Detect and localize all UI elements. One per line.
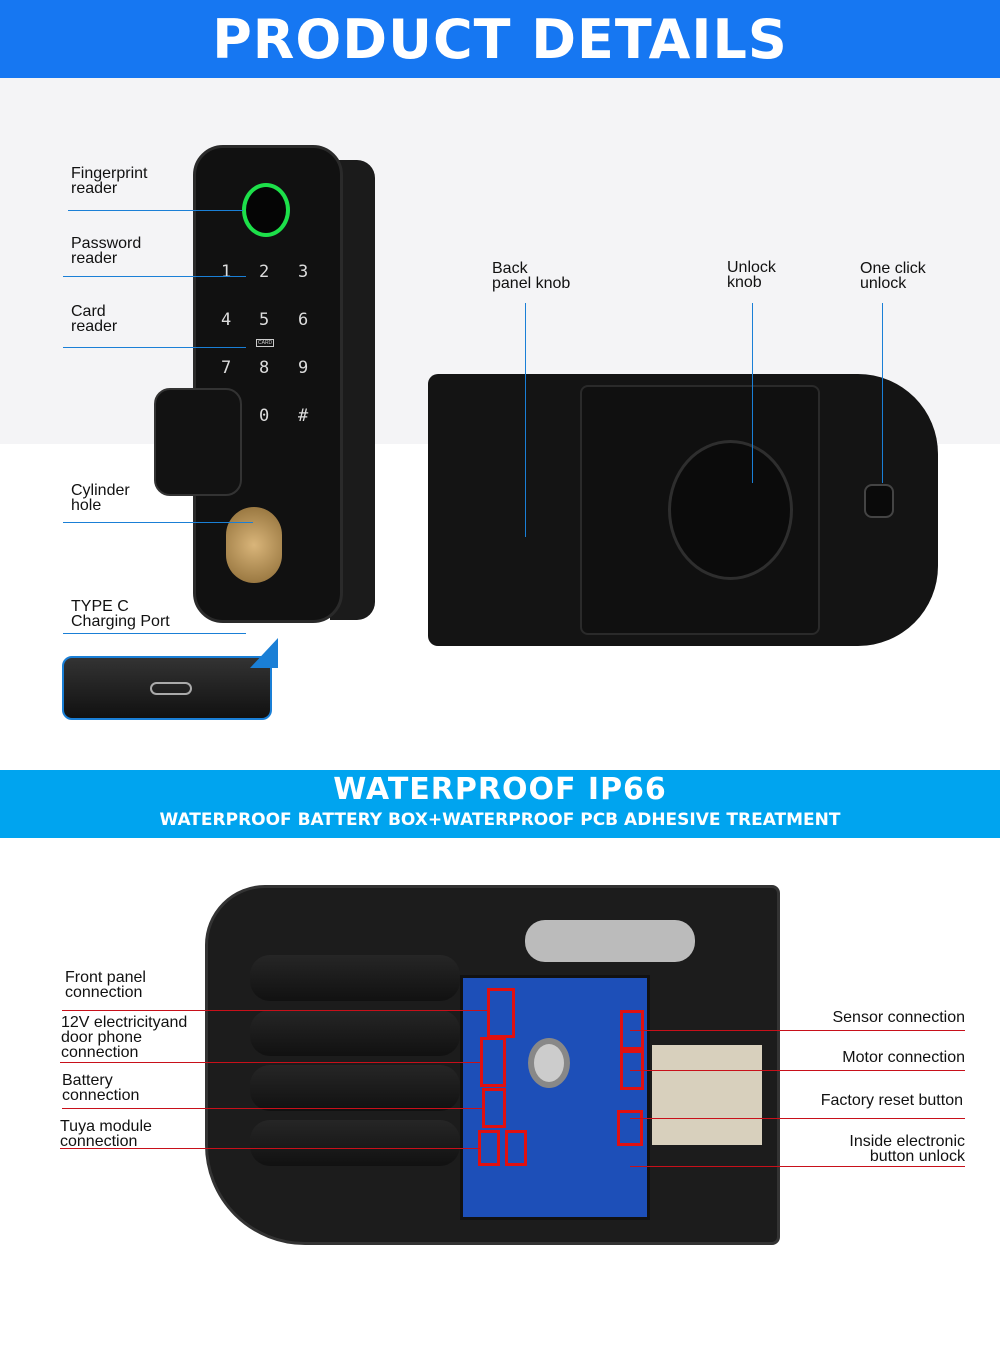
fingerprint-sensor-icon <box>242 183 290 237</box>
highlight-box <box>480 1037 506 1087</box>
callout-line <box>68 210 243 211</box>
header-banner: PRODUCT DETAILS <box>0 0 1000 78</box>
callout-line <box>62 1108 482 1109</box>
motor <box>652 1045 762 1145</box>
knob-gear <box>528 1038 570 1088</box>
battery <box>250 955 460 1001</box>
key-cylinder <box>226 507 282 583</box>
key-hash: # <box>298 406 309 426</box>
highlight-box <box>617 1110 643 1146</box>
key-2: 2 <box>259 262 270 282</box>
callout-line <box>62 1010 487 1011</box>
callout-line <box>630 1070 965 1071</box>
usb-c-port-closeup <box>62 656 272 720</box>
callout-line <box>630 1166 965 1167</box>
highlight-box <box>487 988 515 1038</box>
callout-line <box>525 303 526 537</box>
callout-line <box>63 522 253 523</box>
callout-line <box>60 1148 480 1149</box>
callout-pointer <box>250 638 278 668</box>
key-8: 8 <box>259 358 270 378</box>
battery <box>250 1120 460 1166</box>
key-6: 6 <box>298 310 309 330</box>
key-1: 1 <box>221 262 232 282</box>
battery <box>250 1065 460 1111</box>
waterproof-banner: WATERPROOF IP66 WATERPROOF BATTERY BOX+W… <box>0 770 1000 838</box>
unlock-knob <box>668 440 793 580</box>
label-sensor-connection: Sensor connection <box>832 1009 965 1026</box>
waterproof-title: WATERPROOF IP66 <box>333 772 667 807</box>
label-motor-connection: Motor connection <box>842 1049 965 1066</box>
card-reader-mark: CARD <box>256 339 275 347</box>
highlight-box <box>478 1130 500 1166</box>
key-3: 3 <box>298 262 309 282</box>
battery <box>250 1010 460 1056</box>
key-0: 0 <box>259 406 270 426</box>
lock-handle <box>154 388 242 496</box>
callout-line <box>630 1030 965 1031</box>
key-9: 9 <box>298 358 309 378</box>
page-title: PRODUCT DETAILS <box>212 7 788 71</box>
label-factory-reset-button: Factory reset button <box>820 1092 963 1109</box>
key-5: 5 <box>259 310 270 330</box>
callout-line <box>63 276 246 277</box>
highlight-box <box>505 1130 527 1166</box>
callout-line <box>752 303 753 483</box>
callout-line <box>63 633 246 634</box>
highlight-box <box>482 1088 506 1128</box>
waterproof-subtitle: WATERPROOF BATTERY BOX+WATERPROOF PCB AD… <box>159 810 841 830</box>
key-4: 4 <box>221 310 232 330</box>
callout-line <box>63 347 246 348</box>
circuit-board <box>460 975 650 1220</box>
callout-line <box>60 1062 480 1063</box>
one-click-unlock-button <box>864 484 894 518</box>
callout-line <box>882 303 883 483</box>
callout-line <box>630 1118 965 1119</box>
key-7: 7 <box>221 358 232 378</box>
bolt-bracket <box>525 920 695 962</box>
